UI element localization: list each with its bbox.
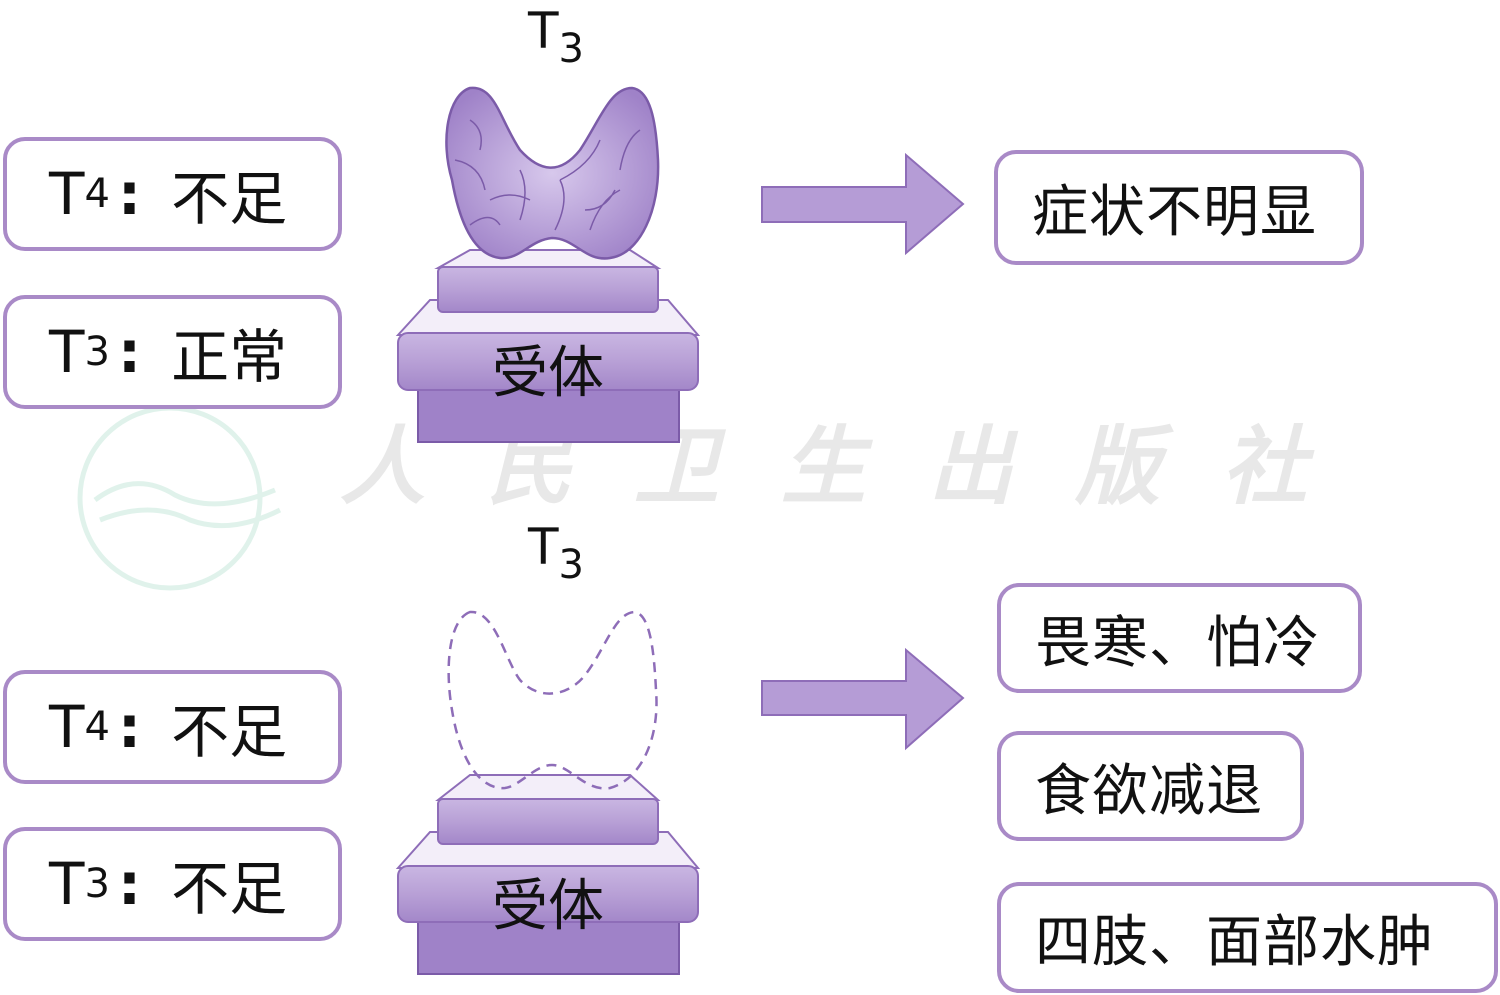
watermark-logo-icon <box>77 405 282 591</box>
receptor-label: 受体 <box>492 874 604 939</box>
hormone-label-t3: T3 <box>528 518 584 588</box>
outcome-box: 食欲减退 <box>997 731 1304 841</box>
outcome-box: 四肢、面部水肿 <box>997 882 1498 993</box>
outcome-box: 症状不明显 <box>994 150 1364 265</box>
receptor-pedestal <box>395 249 701 443</box>
receptor-label: 受体 <box>492 341 604 406</box>
arrow-right-icon <box>761 647 965 751</box>
outcome-box: 畏寒、怕冷 <box>997 583 1362 693</box>
thyroid-gland-icon <box>445 86 660 260</box>
arrow-right-icon <box>761 152 965 256</box>
receptor-pedestal <box>395 774 701 975</box>
absent-thyroid-outline-icon <box>447 610 658 790</box>
hormone-label-t3: T3 <box>528 2 584 72</box>
